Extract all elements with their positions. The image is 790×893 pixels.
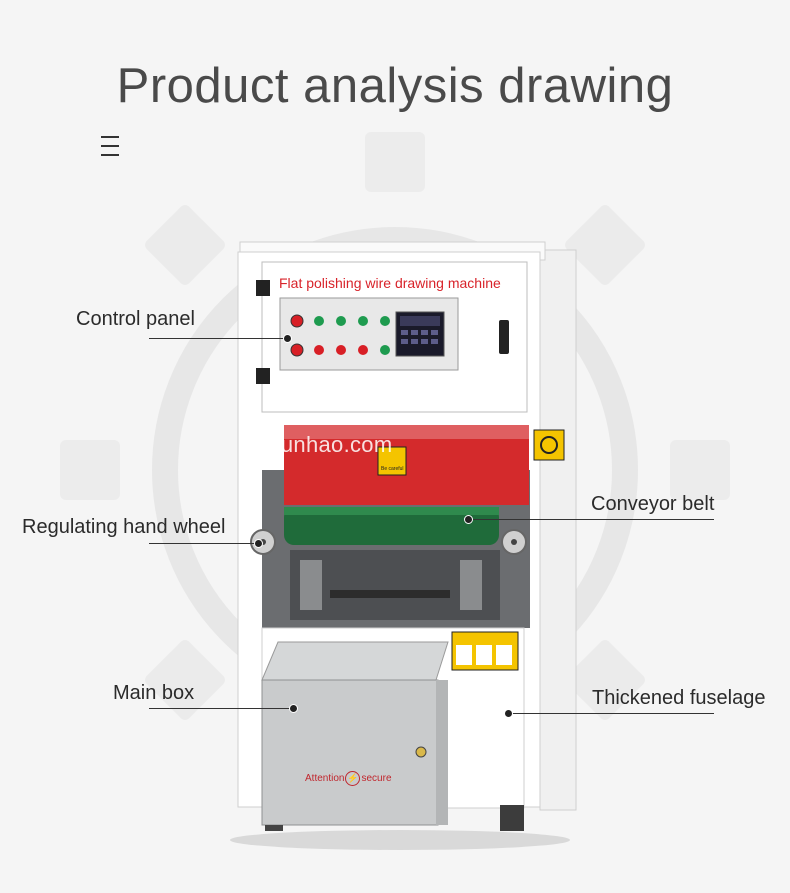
hand-wheel-icon	[250, 529, 527, 555]
lock-icon	[415, 746, 427, 758]
emergency-stop-icon	[290, 314, 304, 328]
callout-dot	[254, 539, 263, 548]
watermark-text: xtjunhao.com	[258, 432, 393, 457]
page-title: Product analysis drawing	[116, 59, 674, 113]
callout-dot	[289, 704, 298, 713]
leader-line	[149, 708, 295, 709]
callout-main-box: Main box	[113, 682, 195, 704]
menu-icon[interactable]	[101, 136, 119, 158]
callout-thickened-fuselage: Thickened fuselage	[592, 687, 766, 709]
leader-line	[149, 338, 286, 339]
panel-title: Flat polishing wire drawing machine	[279, 275, 501, 291]
leader-line	[470, 519, 714, 520]
callout-dot	[504, 709, 513, 718]
callout-control-panel: Control panel	[76, 308, 195, 330]
warning-sign-icon: ⚡	[345, 771, 361, 786]
callout-dot	[464, 515, 473, 524]
leader-line	[149, 543, 261, 544]
main-box-label: Attention⚡secure	[305, 771, 392, 786]
callout-dot	[283, 334, 292, 343]
leader-line	[510, 713, 714, 714]
warning-caption: Be careful	[381, 466, 404, 472]
callout-conveyor-belt: Conveyor belt	[591, 493, 715, 515]
callout-regulating-hand-wheel: Regulating hand wheel	[22, 516, 226, 538]
